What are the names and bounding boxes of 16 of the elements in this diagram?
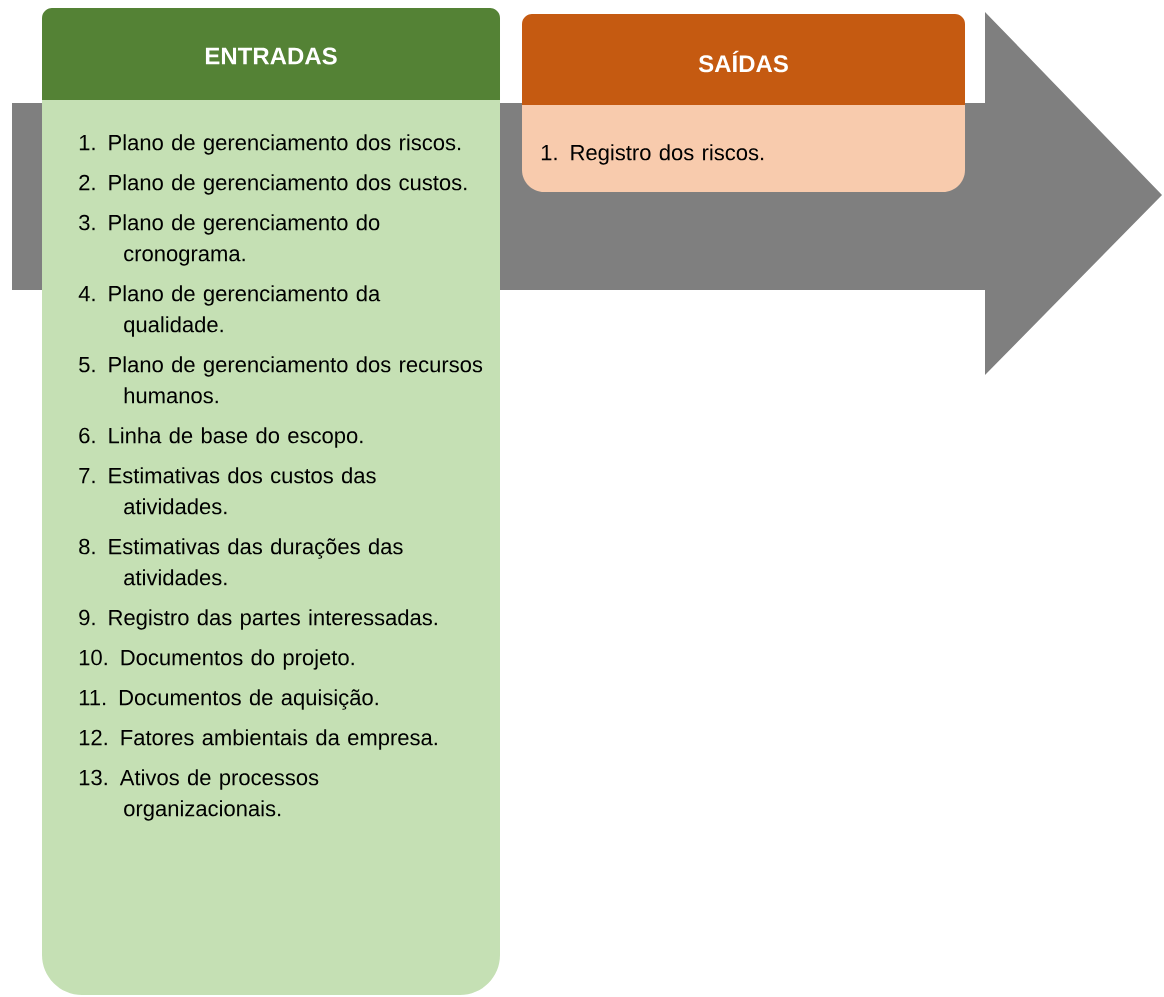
list-item: 9. Registro das partes interessadas.	[79, 609, 437, 630]
list-item: 2. Plano de gerenciamento dos custos.	[79, 174, 467, 195]
list-item: 4. Plano de gerenciamento da qualidade.	[78, 285, 381, 337]
list-item: 5. Plano de gerenciamento dos recursos humanos.	[79, 356, 483, 404]
list-item: 12. Fatores ambientais da empresa.	[79, 729, 437, 750]
list-item: 10. Documentos do projeto.	[79, 649, 354, 670]
list-item: 11. Documentos de aquisição.	[79, 689, 378, 710]
list-item: 13. Ativos de processos organizacionais.	[79, 769, 319, 821]
card-header: SAÍDAS	[522, 14, 965, 105]
list-item: 8. Estimativas das durações das atividades.	[79, 538, 403, 586]
list-item: 6. Linha de base do escopo.	[79, 427, 363, 448]
list-item: 1. Plano de gerenciamento dos riscos.	[79, 134, 461, 155]
list-item: 7. Estimativas dos custos das atividades.	[79, 467, 376, 515]
card-header: ENTRADAS	[42, 8, 500, 100]
list-item: 3. Plano de gerenciamento do cronograma.	[79, 214, 380, 266]
list-item: 1. Registro dos riscos.	[541, 144, 764, 165]
